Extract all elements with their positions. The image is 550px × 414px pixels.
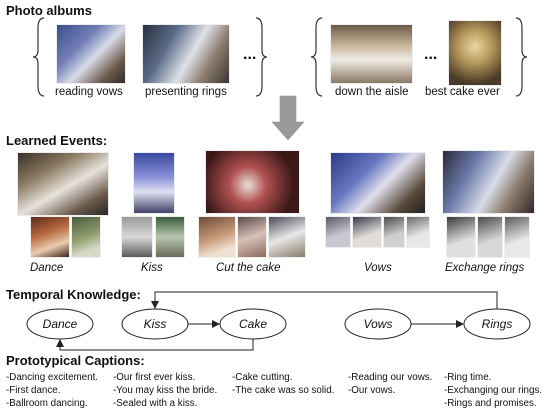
event-vows-thumb-4 [406,216,430,248]
album-caption-reading-vows: reading vows [55,86,123,98]
event-label-exchange-rings: Exchange rings [445,262,525,274]
event-kiss-thumb-2 [155,216,185,258]
learned-events-heading: Learned Events: [6,133,108,148]
node-dance: Dance [42,317,78,331]
left-open-brace [32,17,45,97]
right-open-brace [310,17,323,97]
edge-cake-dance [56,339,254,351]
caption-rings-1: -Ring time. [444,372,492,383]
event-cake-thumb-1 [198,216,236,258]
caption-dance-3: -Ballroom dancing. [6,398,88,409]
album-photo-best-cake-ever [448,20,502,86]
event-kiss-main-photo [133,152,175,214]
prototypical-captions-heading: Prototypical Captions: [6,353,145,368]
event-vows-thumb-1 [325,216,351,248]
album-photo-presenting-rings [142,24,230,84]
event-dance-main-photo [17,152,109,216]
album-photo-reading-vows [56,24,126,84]
event-vows-thumb-3 [383,216,405,248]
node-vows: Vows [363,317,393,331]
caption-vows-2: -Our vows. [348,385,396,396]
caption-dance-1: -Dancing excitement. [6,372,99,383]
node-rings: Rings [481,317,513,331]
caption-cake-2: -The cake was so solid. [232,385,335,396]
event-cake-main-photo [205,150,300,214]
event-vows-main-photo [330,152,426,214]
right-close-brace [515,17,528,97]
album-caption-down-the-aisle: down the aisle [335,86,409,98]
event-label-dance: Dance [30,262,64,274]
caption-kiss-1: -Our first ever kiss. [113,372,196,383]
event-rings-main-photo [442,150,535,214]
event-label-cut-the-cake: Cut the cake [216,262,281,274]
album-ellipsis-1: ... [243,46,257,63]
event-label-vows: Vows [364,262,392,274]
caption-rings-2: -Exchanging our rings. [444,385,543,396]
event-rings-thumb-2 [477,216,503,258]
event-rings-thumb-3 [504,216,530,258]
caption-cake-1: -Cake cutting. [232,372,293,383]
event-dance-thumb-2 [71,216,101,258]
caption-kiss-2: -You may kiss the bride. [113,385,218,396]
temporal-knowledge-heading: Temporal Knowledge: [6,287,141,302]
edge-rings-kiss [151,291,498,309]
album-caption-best-cake-ever: best cake ever [425,86,500,98]
caption-dance-2: -First dance. [6,385,61,396]
event-dance-thumb-1 [30,216,70,258]
node-cake: Cake [238,317,267,331]
event-label-kiss: Kiss [141,262,163,274]
down-arrow-icon [271,95,305,141]
event-vows-thumb-2 [352,216,382,248]
caption-vows-1: -Reading our vows. [348,372,433,383]
event-kiss-thumb-1 [121,216,153,258]
album-caption-presenting-rings: presenting rings [145,86,227,98]
event-cake-thumb-2 [237,216,267,258]
node-kiss: Kiss [143,317,167,331]
caption-rings-3: -Rings and promises. [444,398,537,409]
event-cake-thumb-3 [268,216,306,258]
left-close-brace [255,17,268,97]
photo-albums-heading: Photo albums [6,3,92,18]
album-photo-down-the-aisle [330,24,413,84]
caption-kiss-3: -Sealed with a kiss. [113,398,198,409]
album-ellipsis-2: ... [424,46,438,63]
event-rings-thumb-1 [446,216,476,258]
